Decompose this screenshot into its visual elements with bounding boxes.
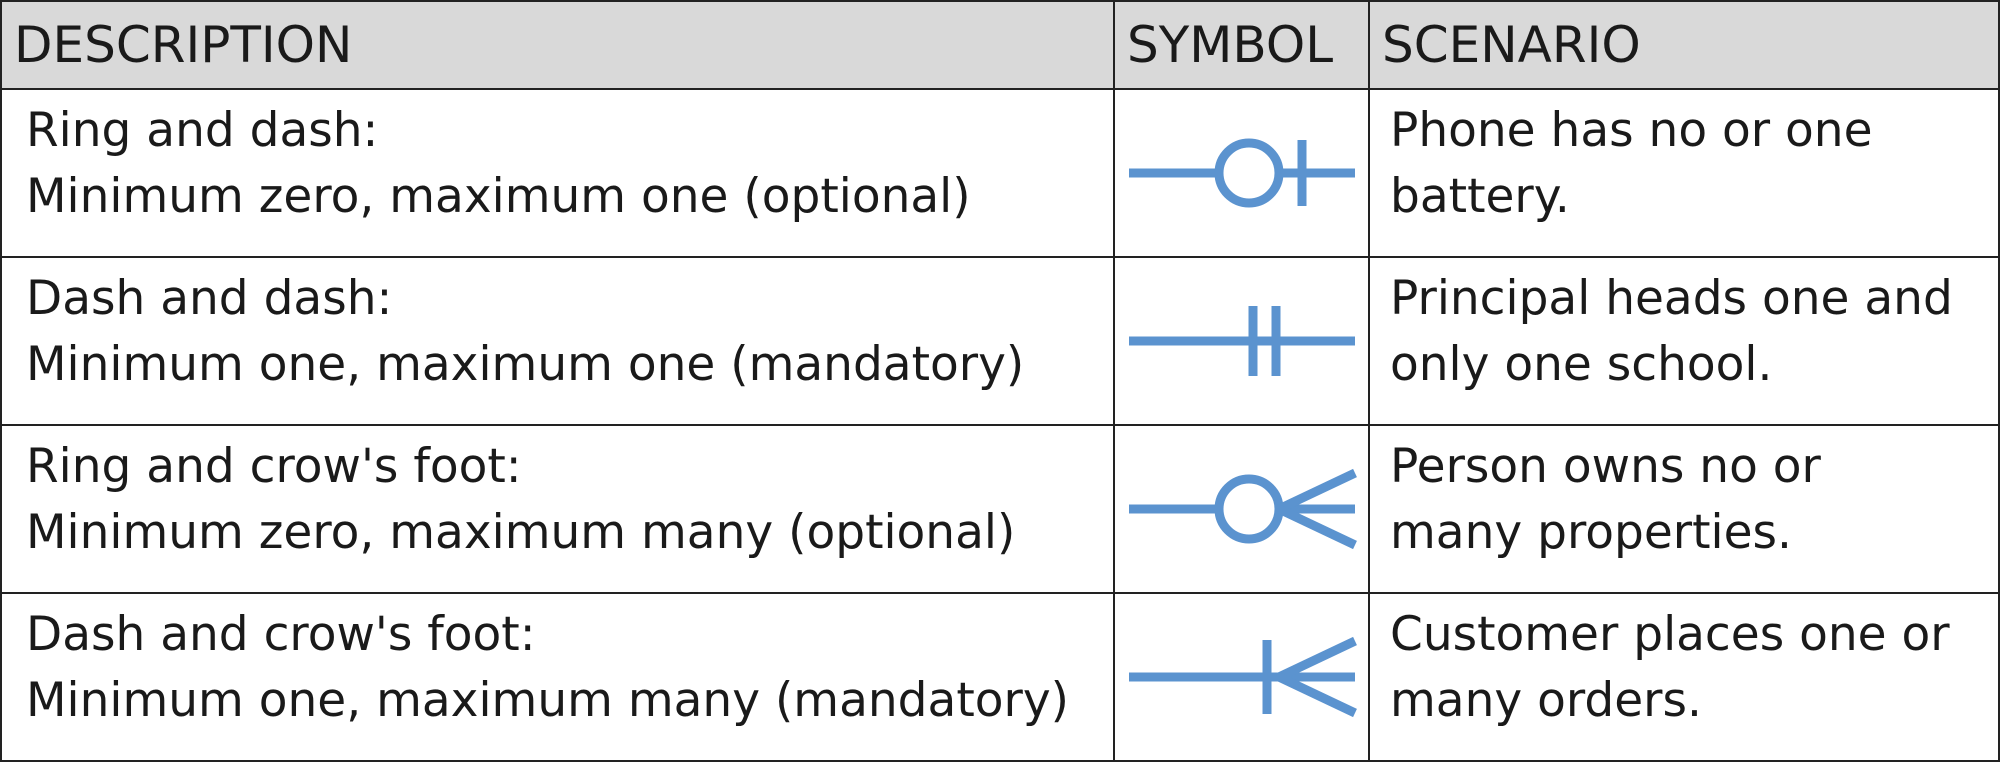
dash-and-dash-icon (1128, 306, 1355, 376)
dash-and-crows-foot-icon (1128, 636, 1357, 718)
row-3-scenario-line-2: many properties. (1390, 505, 1792, 560)
row-1-scenario: Phone has no or one battery. (1370, 90, 1998, 258)
row-1-scenario-line-1: Phone has no or one (1390, 103, 1873, 158)
row-2-description: Dash and dash: Minimum one, maximum one … (2, 258, 1115, 426)
row-4-scenario-line-2: many orders. (1390, 673, 1702, 728)
row-2-scenario-line-2: only one school. (1390, 337, 1773, 392)
row-2-scenario: Principal heads one and only one school. (1370, 258, 1998, 426)
row-3-description: Ring and crow's foot: Minimum zero, maxi… (2, 426, 1115, 594)
ring-and-crows-foot-icon (1128, 468, 1357, 550)
row-1-scenario-line-2: battery. (1390, 169, 1570, 224)
row-4-description-detail: Minimum one, maximum many (mandatory) (26, 673, 1069, 728)
row-2-description-detail: Minimum one, maximum one (mandatory) (26, 337, 1025, 392)
row-1-symbol (1115, 90, 1370, 258)
row-4-scenario-line-1: Customer places one or (1390, 607, 1950, 662)
row-3-description-title: Ring and crow's foot: (26, 439, 522, 494)
row-1-description-title: Ring and dash: (26, 103, 379, 158)
row-1-description-detail: Minimum zero, maximum one (optional) (26, 169, 971, 224)
row-4-scenario: Customer places one or many orders. (1370, 594, 1998, 760)
header-description: DESCRIPTION (2, 2, 1115, 90)
row-3-scenario-line-1: Person owns no or (1390, 439, 1821, 494)
row-4-description: Dash and crow's foot: Minimum one, maxim… (2, 594, 1115, 760)
row-2-symbol (1115, 258, 1370, 426)
row-3-symbol (1115, 426, 1370, 594)
row-3-scenario: Person owns no or many properties. (1370, 426, 1998, 594)
ring-and-dash-icon (1128, 138, 1355, 208)
row-2-scenario-line-1: Principal heads one and (1390, 271, 1953, 326)
row-2-description-title: Dash and dash: (26, 271, 393, 326)
header-scenario: SCENARIO (1370, 2, 1998, 90)
row-1-description: Ring and dash: Minimum zero, maximum one… (2, 90, 1115, 258)
row-4-description-title: Dash and crow's foot: (26, 607, 536, 662)
header-symbol: SYMBOL (1115, 2, 1370, 90)
row-3-description-detail: Minimum zero, maximum many (optional) (26, 505, 1016, 560)
row-4-symbol (1115, 594, 1370, 760)
